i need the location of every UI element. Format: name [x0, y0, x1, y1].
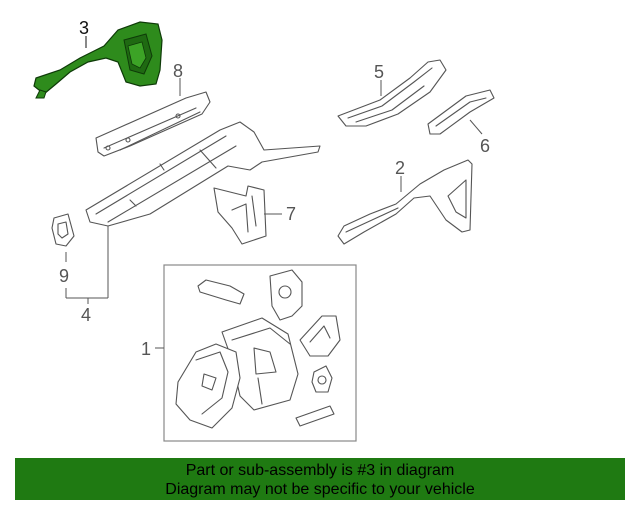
callout-3[interactable]: 3 [79, 18, 89, 38]
callout-4: 4 [81, 305, 91, 325]
part-4 [65, 121, 321, 304]
callout-5: 5 [374, 62, 384, 82]
selection-banner: Part or sub-assembly is #3 in diagram Di… [15, 458, 625, 500]
callout-6: 6 [480, 136, 490, 156]
part-3-highlighted[interactable] [33, 21, 163, 99]
callout-1: 1 [141, 339, 151, 359]
banner-line-2: Diagram may not be specific to your vehi… [165, 481, 475, 498]
callout-8: 8 [173, 61, 183, 81]
part-1-assembly [155, 264, 357, 442]
part-6 [427, 89, 495, 135]
banner-line-1: Part or sub-assembly is #3 in diagram [185, 462, 455, 479]
part-2 [337, 159, 473, 245]
callout-7: 7 [286, 204, 296, 224]
part-8 [95, 78, 211, 157]
callout-9: 9 [59, 266, 69, 286]
part-9 [51, 213, 75, 262]
part-7 [213, 185, 282, 245]
callout-2: 2 [395, 158, 405, 178]
part-5 [337, 59, 447, 127]
